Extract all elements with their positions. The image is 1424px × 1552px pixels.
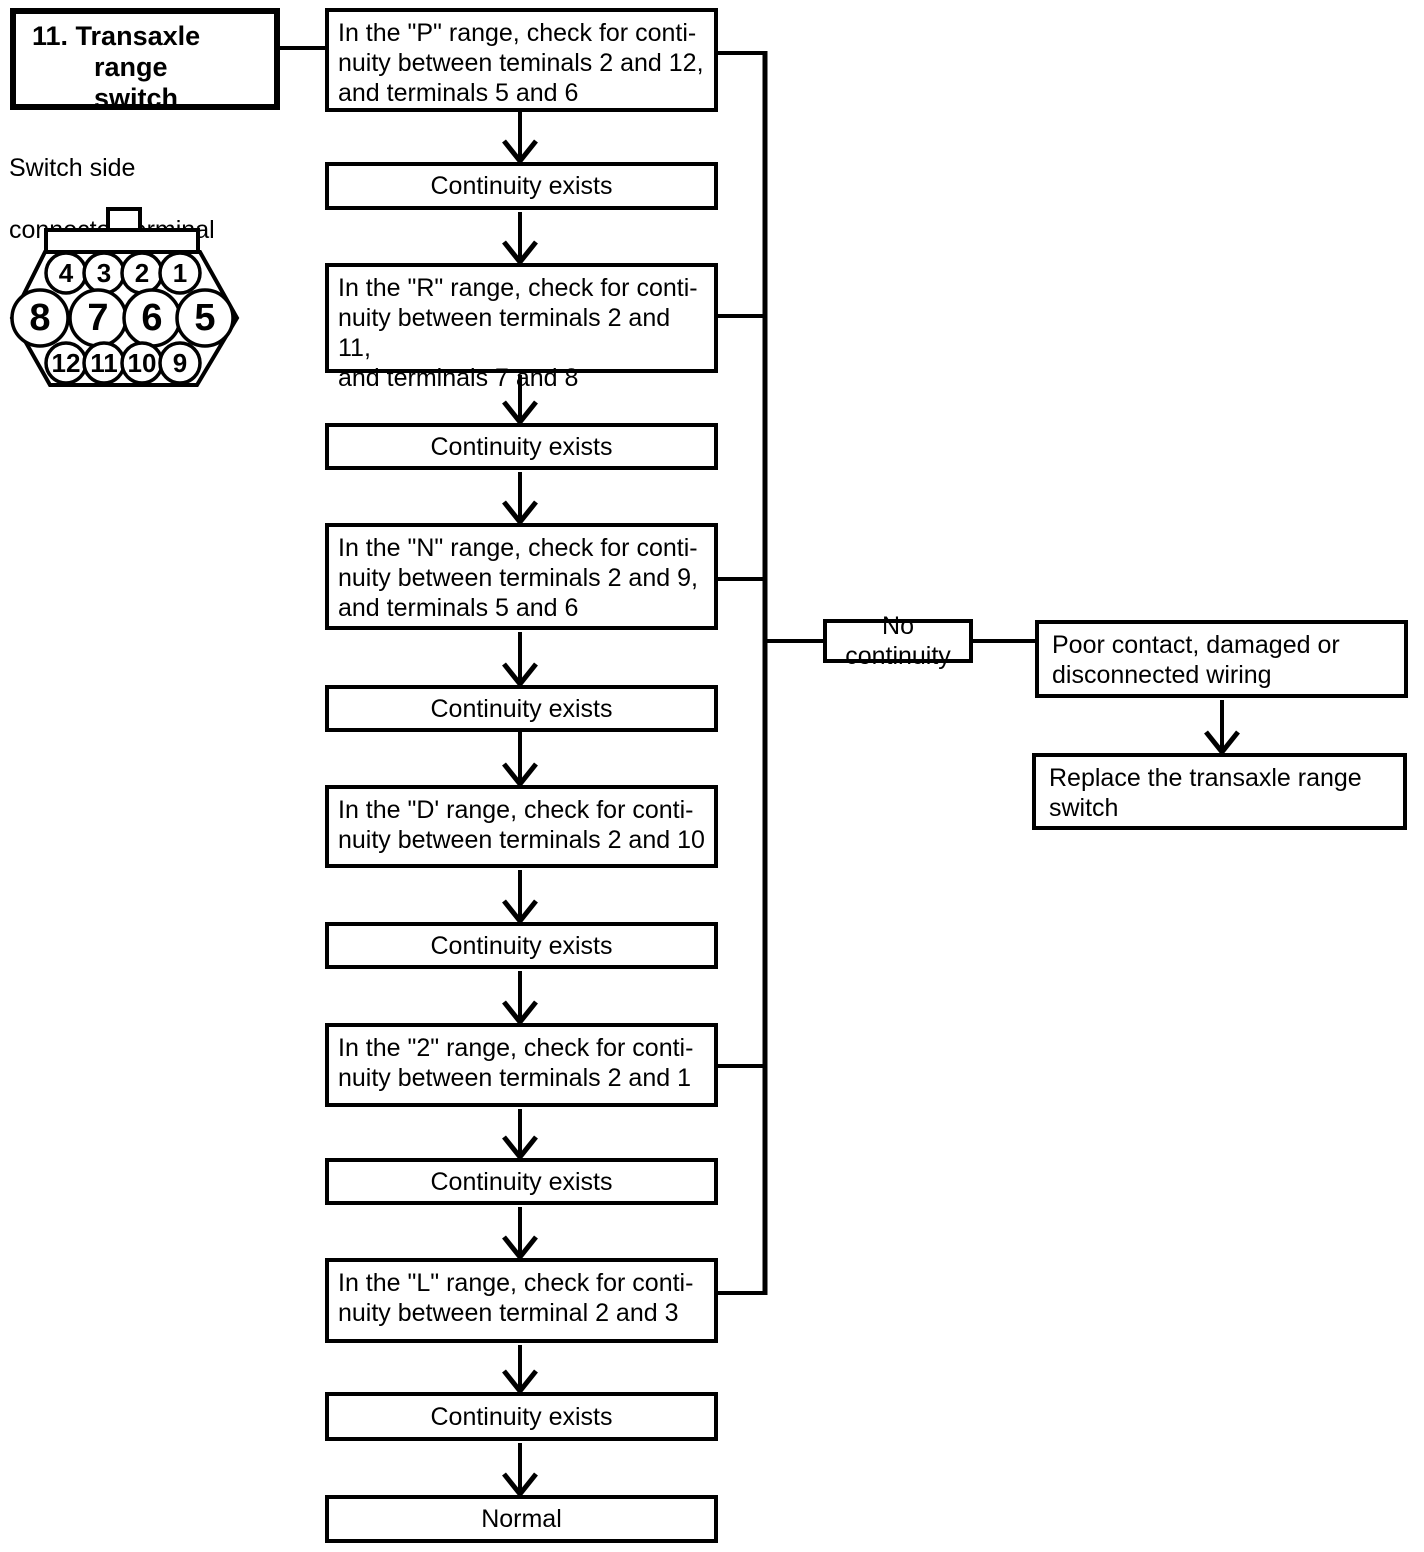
check-l-range-box: In the "L" range, check for conti- nuity… [325, 1258, 718, 1343]
poor-contact-box: Poor contact, damaged or disconnected wi… [1035, 620, 1408, 698]
pin-10-label: 10 [128, 348, 157, 378]
normal-box: Normal [325, 1495, 718, 1543]
replace-switch-box: Replace the transaxle range switch [1032, 753, 1407, 830]
pin-12-label: 12 [52, 348, 81, 378]
pin-8 [10, 288, 70, 348]
down-arrow-icons [502, 112, 1240, 1499]
no-continuity-box: No continuity [823, 612, 973, 670]
pin-9-label: 9 [173, 348, 187, 378]
pin-11-label: 11 [90, 348, 118, 378]
section-title-line3: switch [94, 83, 179, 113]
pin-7-label: 7 [87, 297, 108, 339]
pin-row-top: 4 3 2 1 [44, 251, 202, 295]
pin-6-label: 6 [141, 297, 162, 339]
section-title-line1: 11. Transaxle [32, 21, 201, 51]
section-title-line2: range [94, 52, 168, 82]
pin-row-bottom: 12 11 10 9 [44, 341, 202, 385]
pin-5 [175, 288, 235, 348]
check-n-range-box: In the "N" range, check for conti- nuity… [325, 523, 718, 630]
check-p-range-box: In the "P" range, check for conti- nuity… [325, 8, 718, 112]
pin-1-label: 1 [173, 258, 187, 288]
continuity-exists-box-4: Continuity exists [325, 922, 718, 969]
pin-1 [158, 251, 202, 295]
section-title-box: 11. Transaxle range switch [10, 8, 280, 113]
pin-9 [158, 341, 202, 385]
pin-row-middle: 8 7 6 5 [10, 288, 235, 348]
continuity-exists-box-1: Continuity exists [325, 162, 718, 210]
continuity-exists-box-6: Continuity exists [325, 1392, 718, 1441]
connector-pinout-diagram: 4 3 2 1 8 7 6 5 12 11 10 9 [9, 207, 240, 387]
pin-2-label: 2 [135, 258, 149, 288]
check-2-range-box: In the "2" range, check for conti- nuity… [325, 1023, 718, 1107]
continuity-exists-box-5: Continuity exists [325, 1158, 718, 1205]
connector-top-bar [44, 228, 200, 254]
connector-caption-line1: Switch side [9, 154, 136, 182]
continuity-exists-box-2: Continuity exists [325, 423, 718, 470]
pin-8-label: 8 [29, 297, 50, 339]
pin-5-label: 5 [194, 297, 215, 339]
check-d-range-box: In the "D' range, check for conti- nuity… [325, 785, 718, 868]
pin-3-label: 3 [97, 258, 111, 288]
pin-4-label: 4 [59, 258, 74, 288]
check-r-range-box: In the "R" range, check for conti- nuity… [325, 263, 718, 392]
continuity-exists-box-3: Continuity exists [325, 685, 718, 732]
